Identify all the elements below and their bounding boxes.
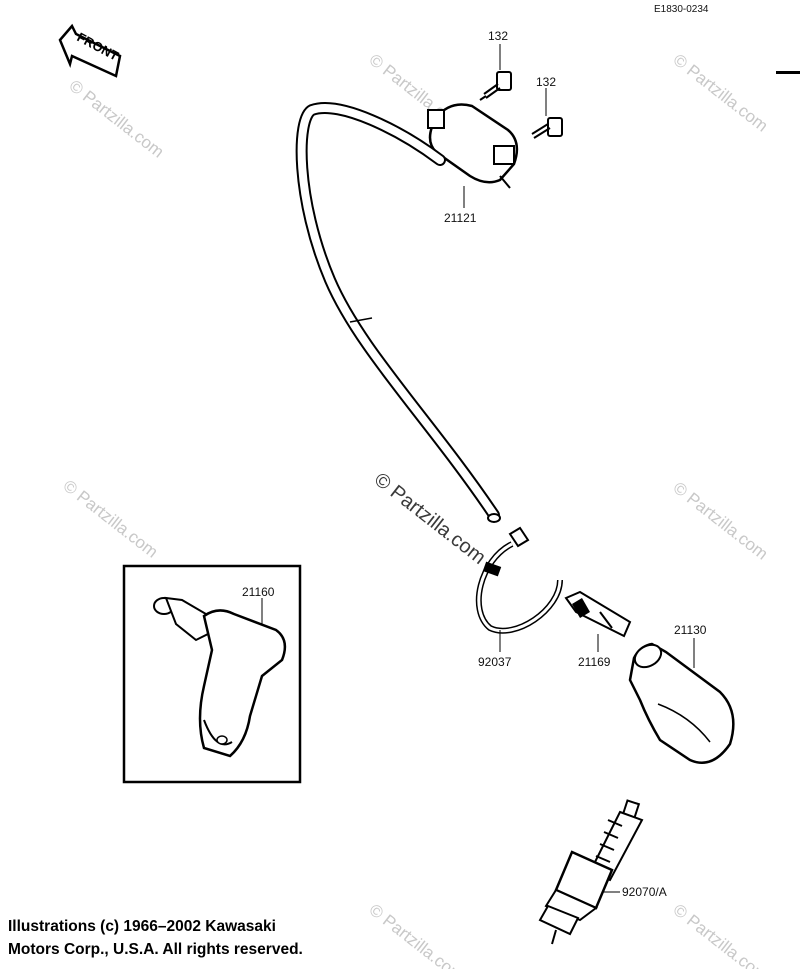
part-label-92070A: 92070/A	[622, 885, 667, 899]
bolt-132-top	[479, 71, 512, 101]
plug-cap-21160	[153, 596, 287, 758]
bolt-132-right	[531, 117, 563, 139]
part-label-132-a: 132	[488, 29, 508, 43]
watermark-text: © Partzilla.com	[670, 900, 772, 969]
part-label-21169: 21169	[578, 655, 611, 669]
connector-21169	[564, 590, 632, 638]
watermark-text: © Partzilla.com	[670, 478, 772, 564]
ignition-coil-21121	[427, 103, 519, 189]
copyright-line-1: Illustrations (c) 1966–2002 Kawasaki	[8, 918, 276, 935]
clamp-92037	[475, 526, 563, 634]
part-label-21130: 21130	[674, 623, 707, 637]
spark-plug-92070A	[538, 799, 644, 945]
copyright-notice: Illustrations (c) 1966–2002 Kawasaki Mot…	[8, 915, 303, 961]
watermark-text: © Partzilla.com	[60, 476, 162, 562]
front-arrow-icon: FRONT	[58, 23, 122, 78]
part-label-21121: 21121	[444, 211, 477, 225]
inset-box: 21160	[122, 564, 302, 784]
watermark-group: © Partzilla.com © Partzilla.com © Partzi…	[60, 50, 772, 969]
diagram-code: E1830-0234	[654, 4, 709, 15]
watermark-text: © Partzilla.com	[670, 50, 772, 136]
part-label-132-b: 132	[536, 75, 556, 89]
plug-cap-21130	[628, 642, 735, 764]
watermark-text: © Partzilla.com	[66, 76, 168, 162]
page-edge-mark	[776, 71, 800, 74]
part-label-21160: 21160	[242, 585, 275, 599]
part-label-92037: 92037	[478, 655, 512, 669]
watermark-text: © Partzilla.com	[366, 900, 468, 969]
high-tension-lead	[295, 102, 501, 523]
copyright-line-2: Motors Corp., U.S.A. All rights reserved…	[8, 941, 303, 958]
